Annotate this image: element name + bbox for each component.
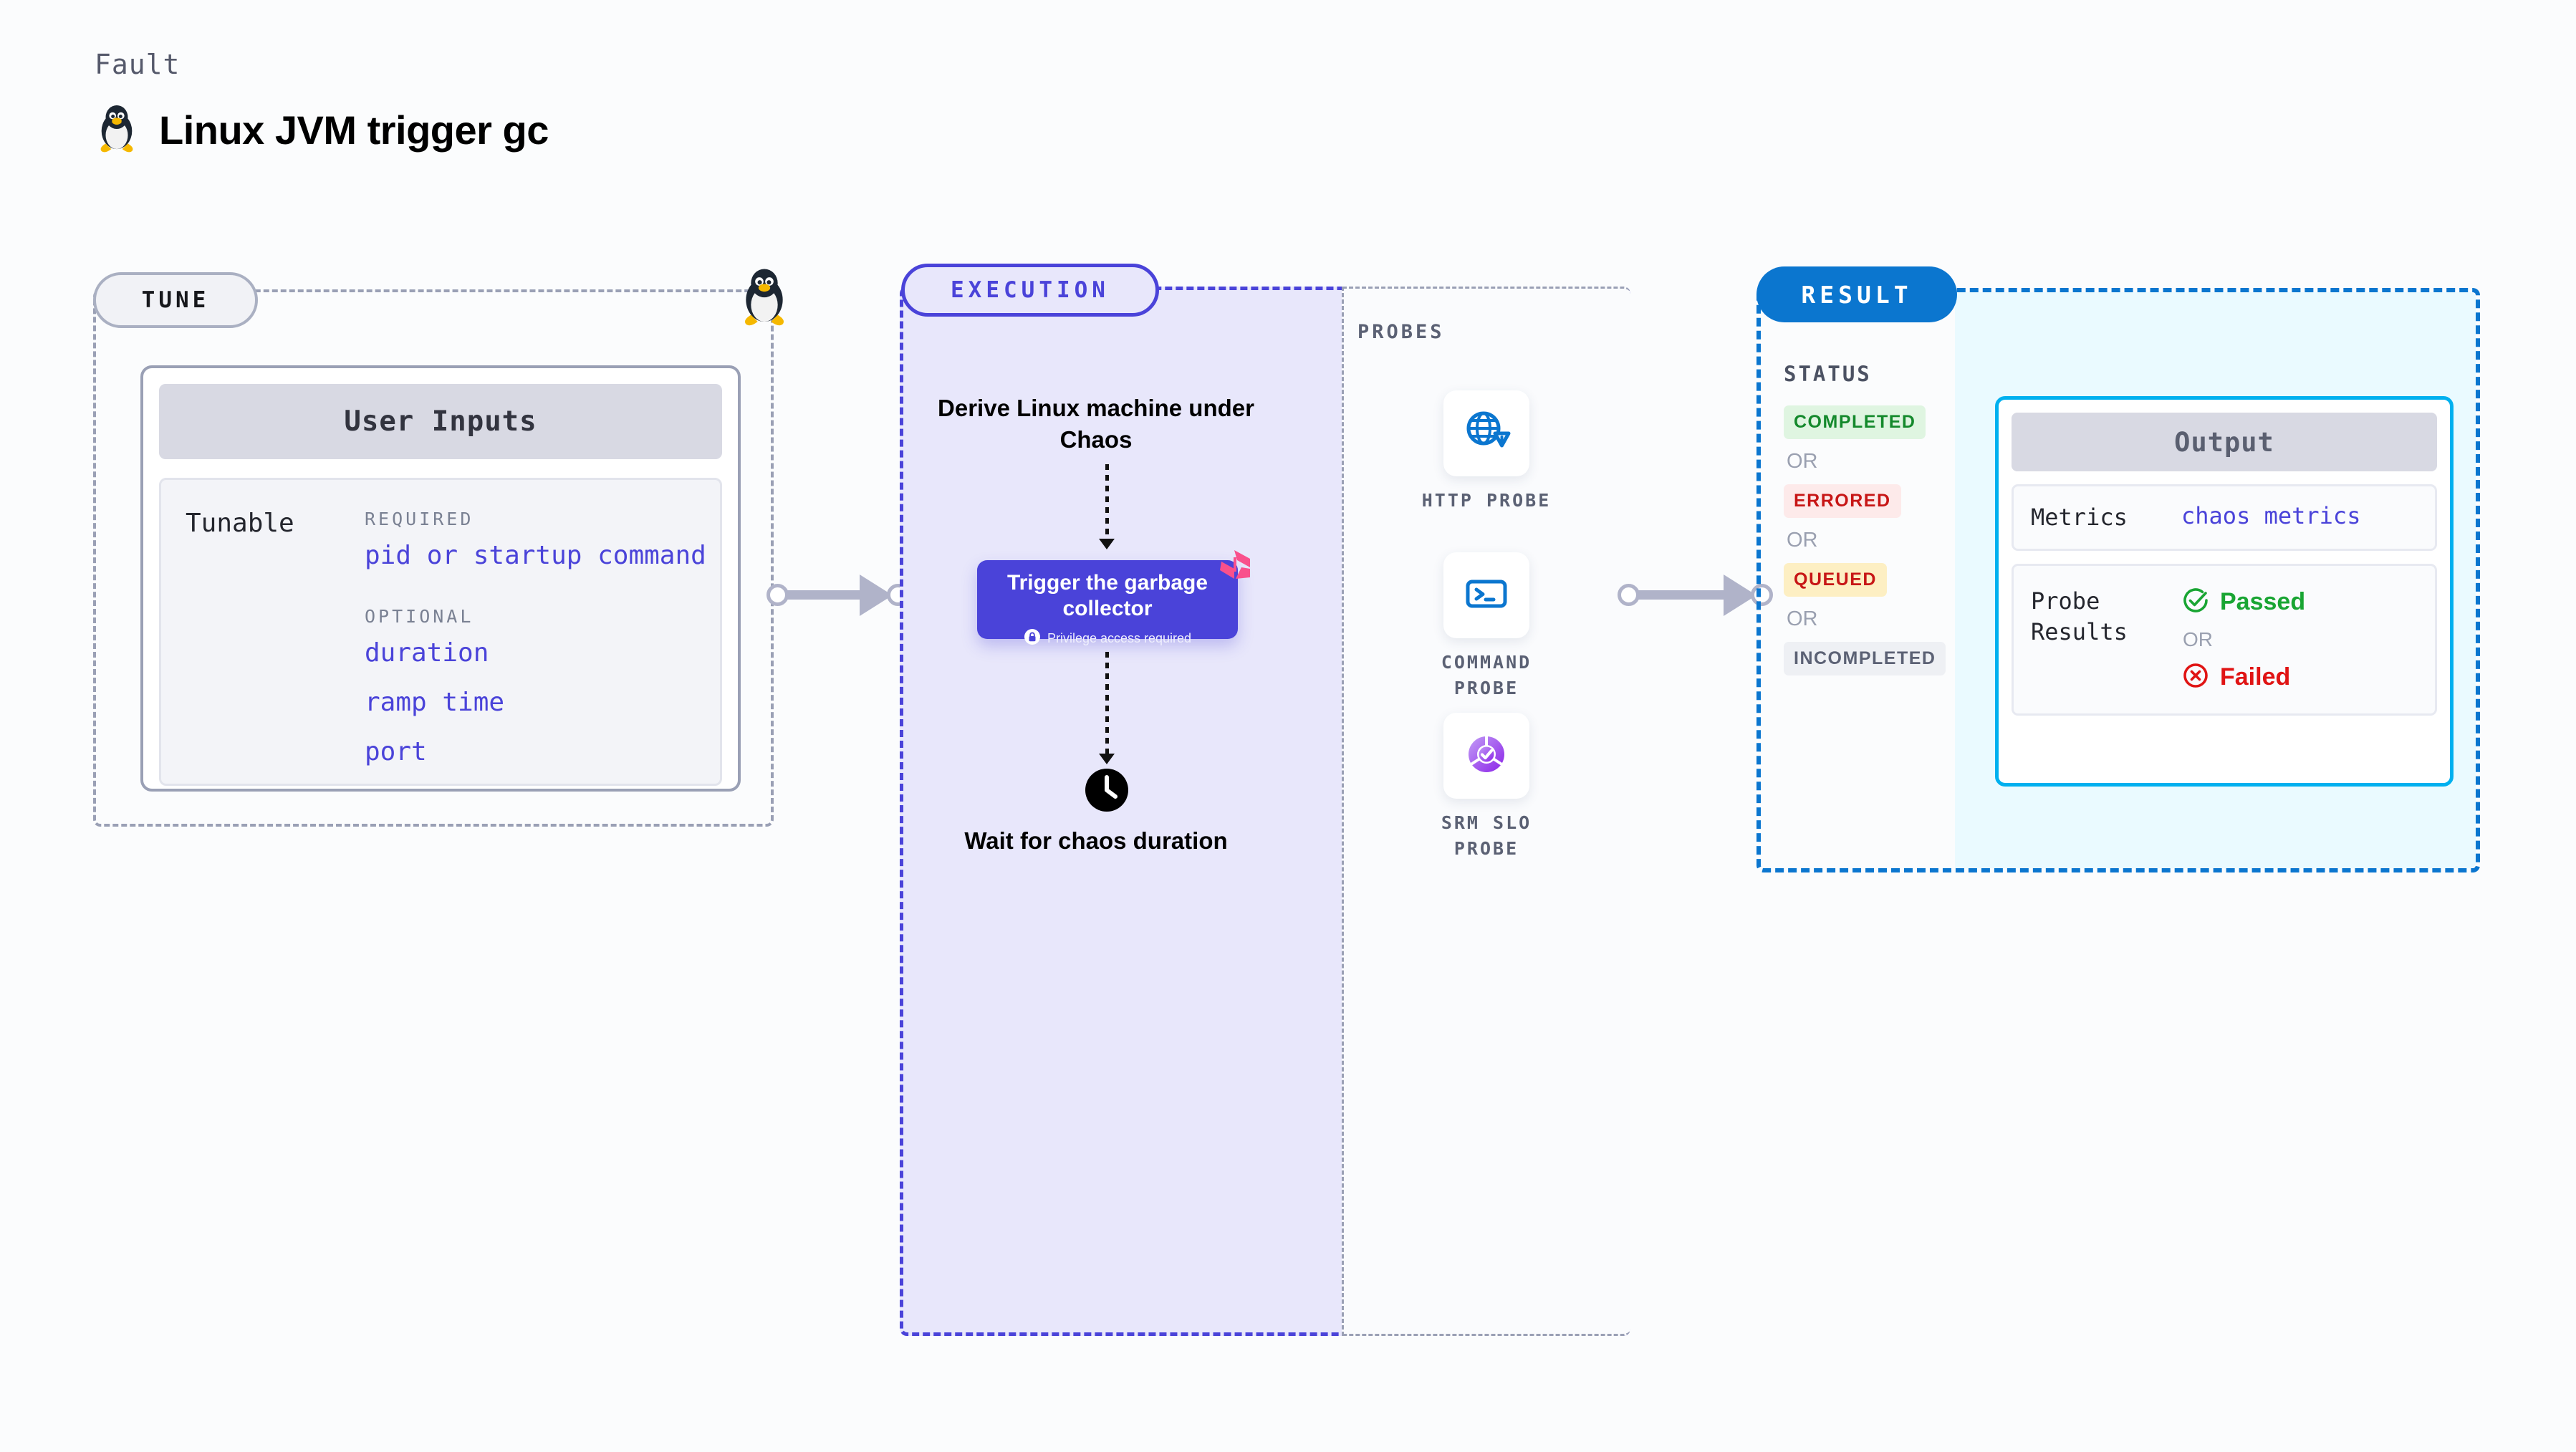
- output-row-probe-results: Probe Results Passed OR: [2012, 564, 2437, 716]
- probe-name: COMMAND PROBE: [1441, 652, 1532, 699]
- clock-icon: [1085, 768, 1129, 812]
- status-column: STATUS COMPLETED OR ERRORED OR QUEUED OR…: [1784, 362, 1946, 675]
- execution-pill[interactable]: EXECUTION: [901, 264, 1159, 317]
- slo-donut-check-icon: [1461, 729, 1512, 783]
- connector-start-dot: [766, 584, 789, 606]
- probe-failed-label: Failed: [2220, 663, 2291, 691]
- status-badge-errored: ERRORED: [1784, 484, 1901, 518]
- privilege-note: Privilege access required: [1047, 631, 1192, 645]
- tunable-item-duration[interactable]: duration: [365, 638, 489, 668]
- fault-kicker: Fault: [95, 49, 181, 80]
- connector-bar: [1626, 590, 1732, 600]
- probe-card: [1443, 713, 1529, 799]
- result-pill-label: RESULT: [1801, 280, 1913, 309]
- tunable-body: Tunable REQUIRED pid or startup command …: [159, 478, 722, 786]
- user-inputs-card: User Inputs Tunable REQUIRED pid or star…: [140, 365, 741, 792]
- tunable-key-label: Tunable: [186, 509, 294, 538]
- tune-section: [93, 289, 774, 827]
- lock-icon: [1024, 628, 1041, 649]
- metrics-value-link[interactable]: chaos metrics: [2181, 502, 2361, 529]
- tunable-values: REQUIRED pid or startup command OPTIONAL…: [365, 509, 706, 784]
- probes-section-label: PROBES: [1357, 321, 1445, 343]
- probe-name: SRM SLO PROBE: [1441, 812, 1532, 860]
- fault-title-row: Linux JVM trigger gc: [95, 103, 549, 157]
- tunable-item-pid[interactable]: pid or startup command: [365, 541, 706, 570]
- tunable-item-port[interactable]: port: [365, 737, 427, 766]
- probe-passed-label: Passed: [2220, 588, 2306, 616]
- probe-item-srm-slo[interactable]: SRM SLO PROBE: [1415, 713, 1558, 862]
- tunable-item-ramp-time[interactable]: ramp time: [365, 688, 505, 717]
- flow-arrow-dotted-1: [1105, 464, 1109, 542]
- connector-end-dot: [1751, 584, 1773, 606]
- flow-arrowhead-2: [1099, 754, 1115, 764]
- execution-pill-label: EXECUTION: [951, 277, 1110, 303]
- status-badge-incompleted: INCOMPLETED: [1784, 642, 1946, 675]
- status-badge-queued: QUEUED: [1784, 563, 1887, 597]
- page-title: Linux JVM trigger gc: [159, 107, 549, 153]
- privilege-row: Privilege access required: [977, 628, 1238, 649]
- tune-pill-label: TUNE: [141, 287, 210, 313]
- status-section-label: STATUS: [1784, 362, 1872, 386]
- status-or-1: OR: [1787, 450, 1818, 473]
- probe-result-or: OR: [2183, 628, 2213, 651]
- execution-step-derive: Derive Linux machine under Chaos: [938, 395, 1254, 453]
- execution-step-wait: Wait for chaos duration: [964, 827, 1228, 854]
- result-section: [1756, 288, 2480, 872]
- connector-tune-to-execution: [766, 566, 910, 623]
- user-inputs-header: User Inputs: [159, 384, 722, 459]
- probe-results-key: Probe Results: [2031, 587, 2128, 646]
- probe-result-failed: Failed: [2181, 661, 2305, 693]
- probe-card: [1443, 390, 1529, 476]
- tux-penguin-icon: [736, 266, 792, 327]
- globe-warning-icon: [1461, 407, 1512, 461]
- status-badge-completed: COMPLETED: [1784, 405, 1926, 439]
- tux-penguin-icon: [95, 103, 139, 157]
- probe-card: [1443, 552, 1529, 638]
- connector-execution-to-result: [1618, 566, 1775, 623]
- tune-pill[interactable]: TUNE: [93, 272, 258, 328]
- check-circle-icon: [2181, 586, 2210, 618]
- flow-arrowhead-1: [1099, 539, 1115, 549]
- connector-start-dot: [1618, 584, 1640, 606]
- output-row-metrics: Metrics chaos metrics: [2012, 484, 2437, 552]
- x-circle-icon: [2181, 661, 2210, 693]
- probe-name: HTTP PROBE: [1421, 490, 1552, 511]
- page-header: Fault Linux JVM trigger gc: [95, 49, 549, 157]
- execution-action-title: Trigger the garbage collector: [1006, 571, 1208, 620]
- probe-item-http[interactable]: HTTP PROBE: [1415, 390, 1558, 514]
- connector-bar: [775, 590, 868, 600]
- flow-arrow-dotted-2: [1105, 652, 1109, 756]
- optional-group-label: OPTIONAL: [365, 606, 474, 627]
- metrics-key: Metrics: [2031, 504, 2128, 531]
- required-group-label: REQUIRED: [365, 509, 474, 529]
- status-or-3: OR: [1787, 607, 1818, 630]
- execution-action-card[interactable]: Trigger the garbage collector Privilege …: [977, 560, 1238, 645]
- output-card-title: Output: [2012, 413, 2437, 471]
- probe-result-passed: Passed: [2181, 586, 2305, 618]
- result-pill[interactable]: RESULT: [1756, 266, 1957, 322]
- probe-item-command[interactable]: COMMAND PROBE: [1415, 552, 1558, 702]
- status-or-2: OR: [1787, 529, 1818, 552]
- output-card: Output Metrics chaos metrics Probe Resul…: [1995, 396, 2454, 787]
- terminal-icon: [1461, 569, 1512, 622]
- harness-logo-icon: [1216, 547, 1253, 585]
- probe-results-values: Passed OR Failed: [2181, 586, 2305, 693]
